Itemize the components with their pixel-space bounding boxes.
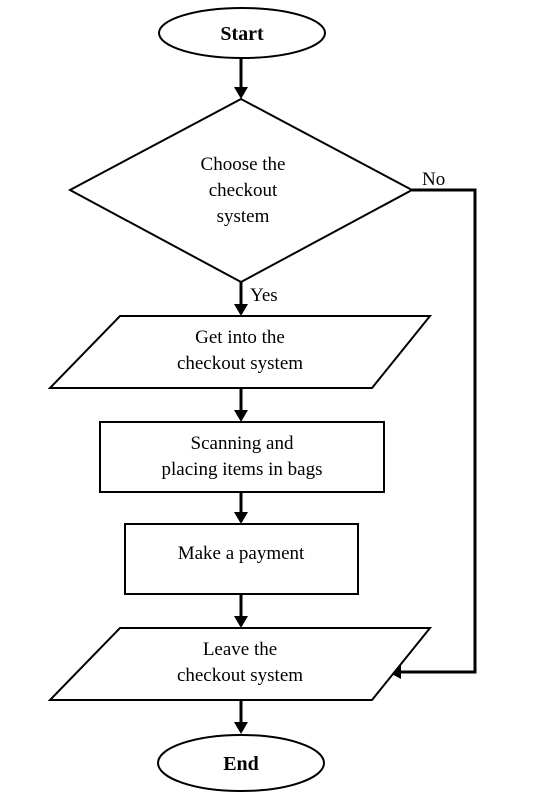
arrowhead-payment [234, 512, 248, 524]
branch-label-yes: Yes [250, 285, 278, 306]
start-node: Start [158, 7, 326, 59]
payment-node: Make a payment [124, 523, 359, 595]
leave-label-line-2: checkout system [177, 665, 303, 686]
decision-node: Choose the checkout system [67, 97, 415, 284]
arrowhead-get-into [234, 304, 248, 316]
payment-box [124, 523, 359, 595]
get-into-label-line-1: Get into the [195, 327, 285, 348]
arrowhead-decision [234, 87, 248, 99]
end-ellipse [157, 734, 325, 792]
end-label: End [223, 753, 259, 775]
arrowhead-end [234, 722, 248, 734]
payment-label: Make a payment [178, 543, 305, 564]
decision-label-line-3: system [217, 206, 270, 227]
decision-label-line-2: checkout [209, 180, 278, 201]
scanning-box [99, 421, 385, 493]
get-into-node: Get into the checkout system [47, 315, 433, 389]
leave-label-line-1: Leave the [203, 639, 277, 660]
start-label: Start [220, 23, 264, 45]
decision-label-line-1: Choose the [201, 154, 286, 175]
leave-parallelogram [47, 627, 433, 701]
get-into-parallelogram [47, 315, 433, 389]
arrowhead-scanning [234, 410, 248, 422]
connector-no-branch [400, 188, 477, 674]
arrowhead-leave [234, 616, 248, 628]
get-into-label-line-2: checkout system [177, 353, 303, 374]
leave-node: Leave the checkout system [47, 627, 433, 701]
branch-label-no: No [422, 169, 445, 190]
end-node: End [157, 734, 325, 792]
scanning-label-line-2: placing items in bags [162, 459, 323, 480]
scanning-label-line-1: Scanning and [191, 433, 294, 454]
scanning-node: Scanning and placing items in bags [99, 421, 385, 493]
